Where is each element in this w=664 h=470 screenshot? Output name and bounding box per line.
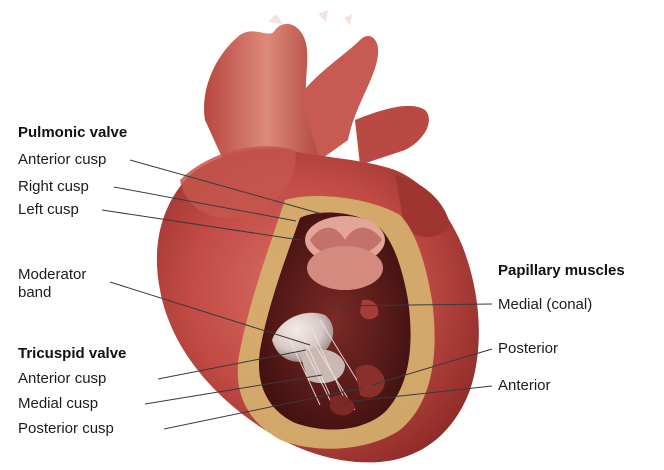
tricuspid-anterior-cusp-label: Anterior cusp [18, 370, 106, 387]
pulmonic-anterior-cusp-label: Anterior cusp [18, 151, 106, 168]
pulmonic-valve-header: Pulmonic valve [18, 124, 127, 141]
tricuspid-medial-cusp-label: Medial cusp [18, 395, 98, 412]
tricuspid-posterior-cusp-label: Posterior cusp [18, 420, 114, 437]
tricuspid-valve-header: Tricuspid valve [18, 345, 126, 362]
papillary-muscles-header: Papillary muscles [498, 262, 625, 279]
papillary-posterior-label: Posterior [498, 340, 558, 357]
papillary-anterior-label: Anterior [498, 377, 551, 394]
pulmonic-valve [305, 216, 385, 290]
pulmonic-left-cusp-label: Left cusp [18, 201, 79, 218]
moderator-band-label-line1: Moderator [18, 266, 86, 283]
papillary-medial-conal-label: Medial (conal) [498, 296, 592, 313]
pulmonic-right-cusp-label: Right cusp [18, 178, 89, 195]
moderator-band-label-line2: band [18, 284, 51, 301]
